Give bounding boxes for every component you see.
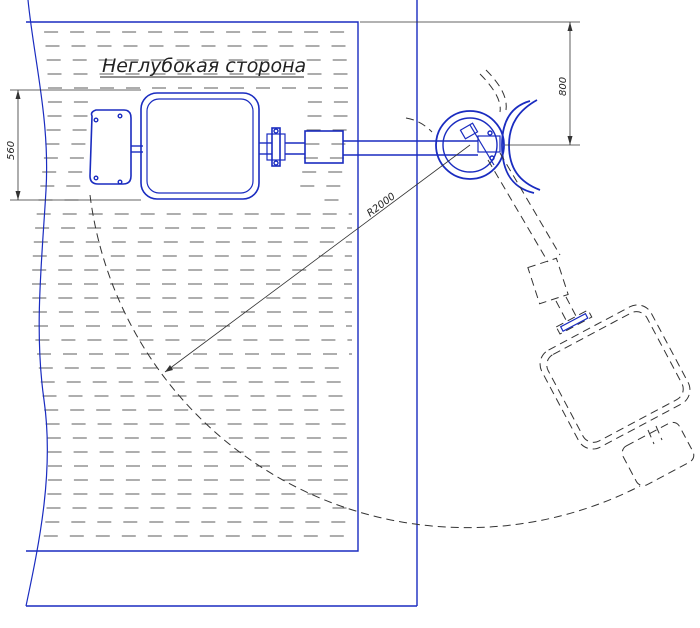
pool-basin-outline [26, 21, 359, 552]
lift-pivot-ring-inner [442, 117, 498, 173]
lift-footrest [89, 109, 132, 185]
lift-pivot-ring [435, 110, 505, 180]
pool-lift-rotated-position [89, 69, 695, 529]
pool-lift-main [89, 92, 541, 200]
water-hatching [32, 31, 352, 537]
dimension-r2000: R2000 [365, 191, 398, 219]
shallow-side-title: Неглубокая сторона [102, 55, 306, 77]
lift-seat-outer [140, 92, 260, 200]
lift-flange [271, 127, 281, 167]
lift-seat-inner [146, 98, 254, 194]
swing-arc [89, 194, 641, 529]
dimension-800: 800 [558, 77, 569, 96]
lift-actuator-block [304, 130, 344, 164]
dimension-560: 560 [6, 141, 17, 160]
lift-handrail [501, 100, 535, 194]
pool-edge-left [25, 0, 48, 607]
